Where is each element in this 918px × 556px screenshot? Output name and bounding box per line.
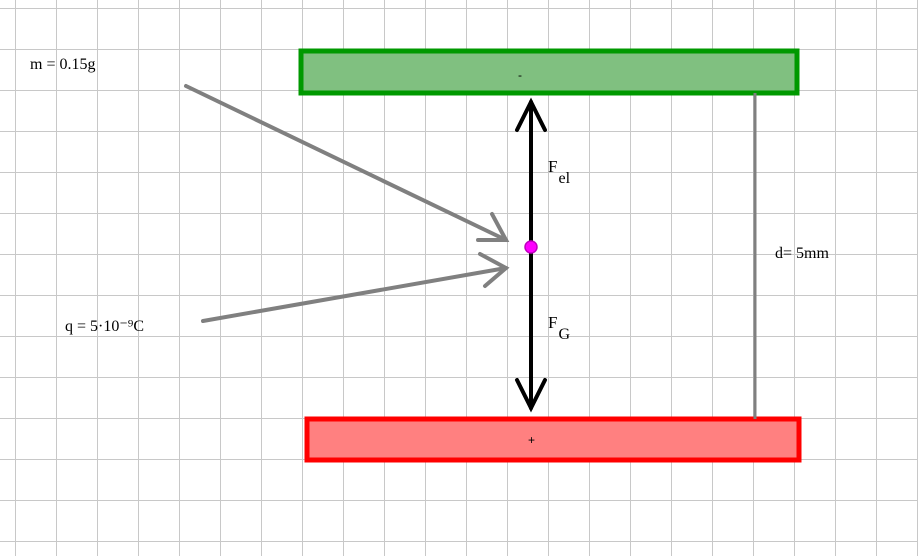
mass-label: m = 0.15g (30, 56, 96, 73)
gravity-force-symbol: F (548, 313, 558, 332)
gravity-force-subscript: G (558, 326, 571, 343)
electric-force-subscript: el (558, 170, 571, 187)
mass-pointer-arrow (184, 84, 510, 242)
electric-force-label: Fel (548, 157, 570, 187)
charge-label: q = 5·10⁻⁹C (65, 318, 145, 335)
electric-force-arrow (515, 97, 547, 249)
top-plate-sign: - (518, 68, 522, 82)
charged-particle (524, 240, 538, 254)
bottom-plate-sign: + (528, 433, 536, 447)
distance-label: d= 5mm (775, 245, 829, 262)
bottom-plate-positive (304, 416, 802, 463)
gravity-force-arrow (515, 245, 547, 413)
electric-force-symbol: F (548, 157, 558, 176)
gravity-force-label: FG (548, 313, 570, 343)
top-plate-negative (298, 48, 800, 96)
charge-pointer-arrow (201, 252, 510, 323)
